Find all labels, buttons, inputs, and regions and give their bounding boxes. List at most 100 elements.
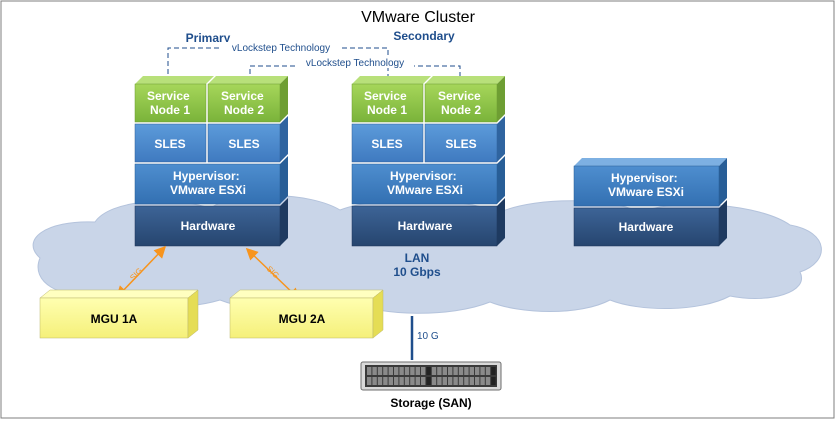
primary-sn1-line1: Service [147,89,190,103]
drive-bay [442,367,447,375]
drive-bay [453,377,458,385]
drive-bay [426,377,431,385]
svg-text:Service Node 1: Service Node 1 [364,89,410,117]
drive-bay [415,377,420,385]
drive-bay [448,377,453,385]
third-hardware: Hardware [573,200,727,247]
drive-bay [431,377,437,385]
drive-bay [367,367,372,375]
drive-bay [404,377,410,385]
drive-bay [480,377,485,385]
drive-bay [426,367,431,375]
drive-bay [372,367,377,375]
storage-label: Storage (SAN) [390,396,471,410]
svg-text:Service Node 2: Service Node 2 [221,89,267,117]
primary-service-node-2: Service Node 2 [207,76,288,123]
storage-link-label: 10 G [417,331,439,342]
primary-hardware-label: Hardware [181,219,236,233]
lan-speed-label: 10 Gbps [393,265,441,279]
drive-bay [377,377,383,385]
drive-bay [367,377,372,385]
drive-bay [410,377,415,385]
drive-bay [394,367,399,375]
drive-bay [415,367,420,375]
secondary-hypervisor: Hypervisor: VMware ESXi [351,156,505,205]
drive-bay [491,367,496,375]
secondary-hyp-line1: Hypervisor: [390,169,457,183]
primary-service-node-1: Service Node 1 [134,76,214,123]
drive-bay [399,367,404,375]
lan-label: LAN [405,251,430,265]
secondary-hardware-label: Hardware [398,219,453,233]
svg-text:Hypervisor: VMware ESX: Hypervisor: VMware ESXi [170,169,246,197]
third-hardware-label: Hardware [619,220,674,234]
secondary-sn2-line2: Node 2 [441,103,481,117]
secondary-stack: Service Node 1 Service Node 2 SLES SLES [351,76,505,247]
drive-bay [431,367,437,375]
svg-text:Service Node 2: Service Node 2 [438,89,484,117]
primary-sles-1: SLES [134,123,207,163]
storage-san-device [360,361,502,391]
drive-bay [410,367,415,375]
drive-bay [453,367,458,375]
primary-label: Primary [186,31,231,45]
drive-bay [388,367,393,375]
svg-text:Hypervisor: VMware ESX: Hypervisor: VMware ESXi [387,169,463,197]
secondary-sles-2-label: SLES [445,137,476,151]
drive-bay [475,367,480,375]
drive-bay [421,367,426,375]
primary-sles-2-label: SLES [228,137,259,151]
third-hypervisor: Hypervisor: VMware ESXi [573,158,727,207]
mgu-1a-box: MGU 1A [39,289,199,339]
drive-bay [383,377,388,385]
secondary-sn1-line1: Service [364,89,407,103]
secondary-label: Secondary [393,29,455,43]
drive-bay [475,377,480,385]
mgu-2a-label: MGU 2A [279,312,326,326]
drive-bay [464,367,469,375]
primary-stack: Service Node 1 Service Node 2 SLES SLES [134,76,288,247]
secondary-sn1-line2: Node 1 [367,103,407,117]
drive-bay [458,367,464,375]
drive-bay [388,377,393,385]
drive-bay [469,377,474,385]
vlockstep-label-bg-1 [222,42,340,54]
drive-bay [372,377,377,385]
drive-bay [404,367,410,375]
primary-sn1-line2: Node 1 [150,103,190,117]
secondary-service-node-2: Service Node 2 [424,76,505,123]
drive-bay [437,377,442,385]
vlockstep-label-bg-2 [296,56,414,68]
drive-bay [464,377,469,385]
secondary-hardware: Hardware [351,198,505,247]
drive-bay [437,367,442,375]
vlockstep-label-1: vLockstep Technology [232,43,330,54]
drive-bay [383,367,388,375]
drive-bay [394,377,399,385]
primary-sles-2: SLES [207,116,288,163]
primary-hyp-line2: VMware ESXi [170,183,246,197]
primary-sles-1-label: SLES [154,137,185,151]
drive-bay [421,377,426,385]
primary-hypervisor: Hypervisor: VMware ESXi [134,156,288,205]
secondary-service-node-1: Service Node 1 [351,76,431,123]
secondary-sles-1: SLES [351,123,424,163]
svg-text:Service Node 1: Service Node 1 [147,89,193,117]
third-hyp-line1: Hypervisor: [611,171,678,185]
secondary-sn2-line1: Service [438,89,481,103]
drive-bay [377,367,383,375]
primary-hyp-line1: Hypervisor: [173,169,240,183]
third-stack: Hypervisor: VMware ESXi Hardware [573,158,727,247]
primary-sn2-line1: Service [221,89,264,103]
primary-sn2-line2: Node 2 [224,103,264,117]
diagram-title: VMware Cluster [361,9,475,26]
primary-hardware: Hardware [134,198,288,247]
drive-bay [442,377,447,385]
drive-bay [399,377,404,385]
storage-drive-bays [367,367,496,385]
drive-bay [485,377,491,385]
secondary-sles-1-label: SLES [371,137,402,151]
drive-bay [491,377,496,385]
